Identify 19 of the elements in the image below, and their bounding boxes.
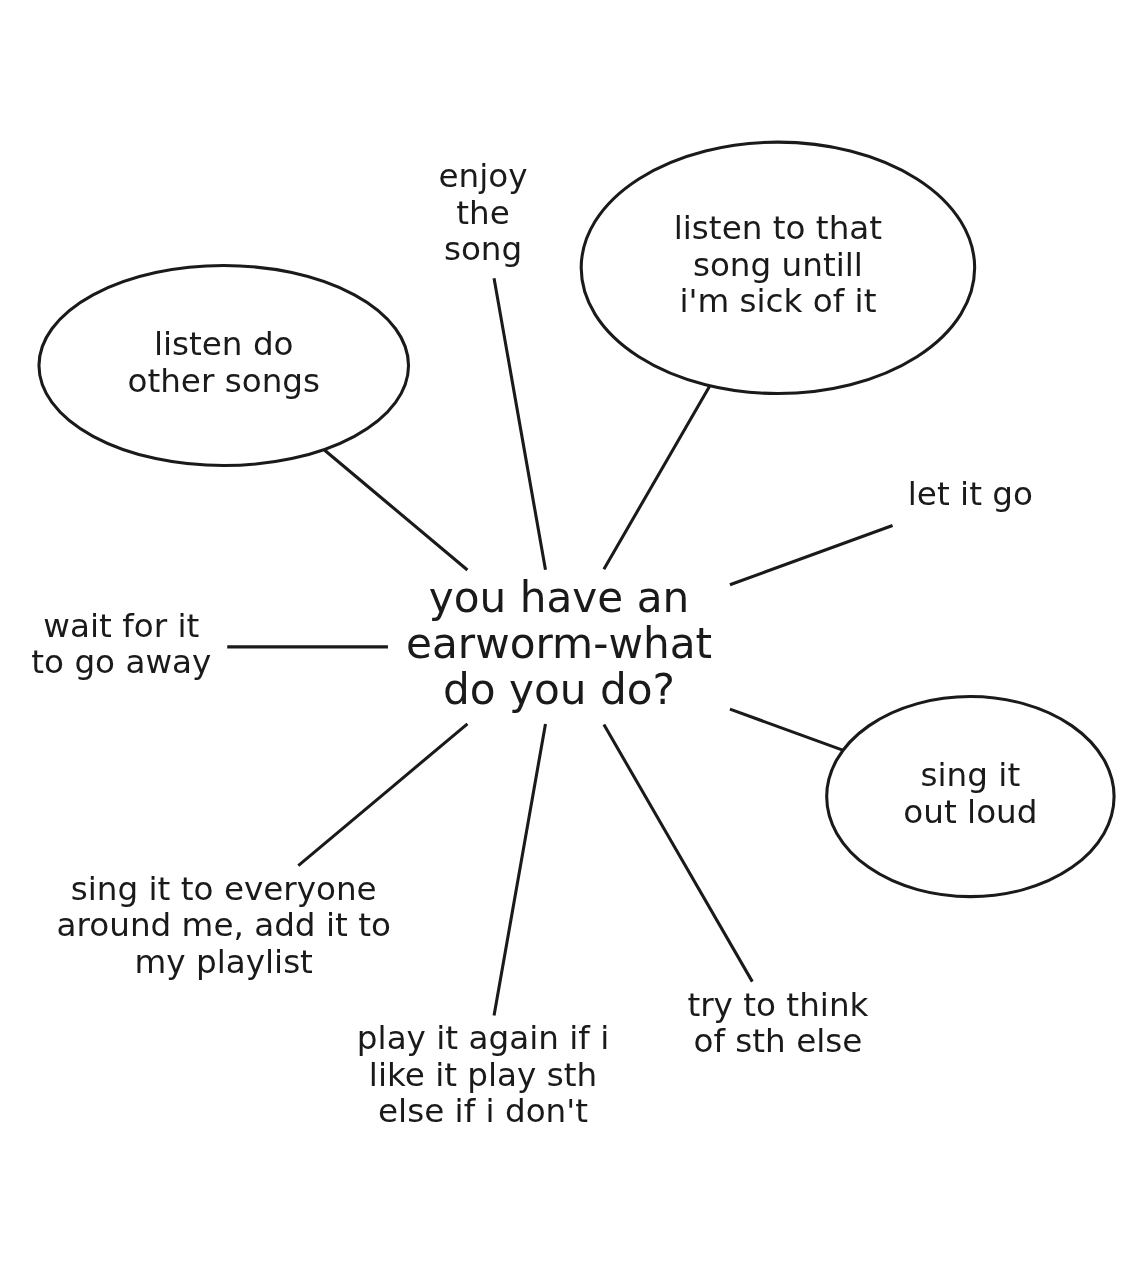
node-text: wait for it to go away	[31, 606, 212, 681]
node-text: enjoy the song	[438, 156, 528, 268]
connector	[227, 644, 388, 648]
connector	[492, 277, 547, 570]
connector	[492, 723, 547, 1016]
node-ellipse: listen do other songs	[37, 263, 411, 467]
connector	[729, 523, 894, 586]
node-text: try to think of sth else	[687, 985, 869, 1060]
node-text: let it go	[907, 474, 1033, 513]
connector	[297, 722, 469, 867]
node-text: sing it to everyone around me, add it to my playlist	[56, 869, 391, 981]
node-ellipse: sing it out loud	[825, 694, 1116, 898]
node-ellipse: listen to that song untill i'm sick of it	[579, 140, 977, 395]
node-text: play it again if i like it play sth else if i don't	[356, 1018, 610, 1130]
connector	[323, 448, 469, 571]
connector	[602, 385, 711, 570]
connector	[729, 707, 844, 752]
connector	[602, 723, 754, 982]
node-text: you have an earworm-what do you do?	[406, 572, 713, 714]
